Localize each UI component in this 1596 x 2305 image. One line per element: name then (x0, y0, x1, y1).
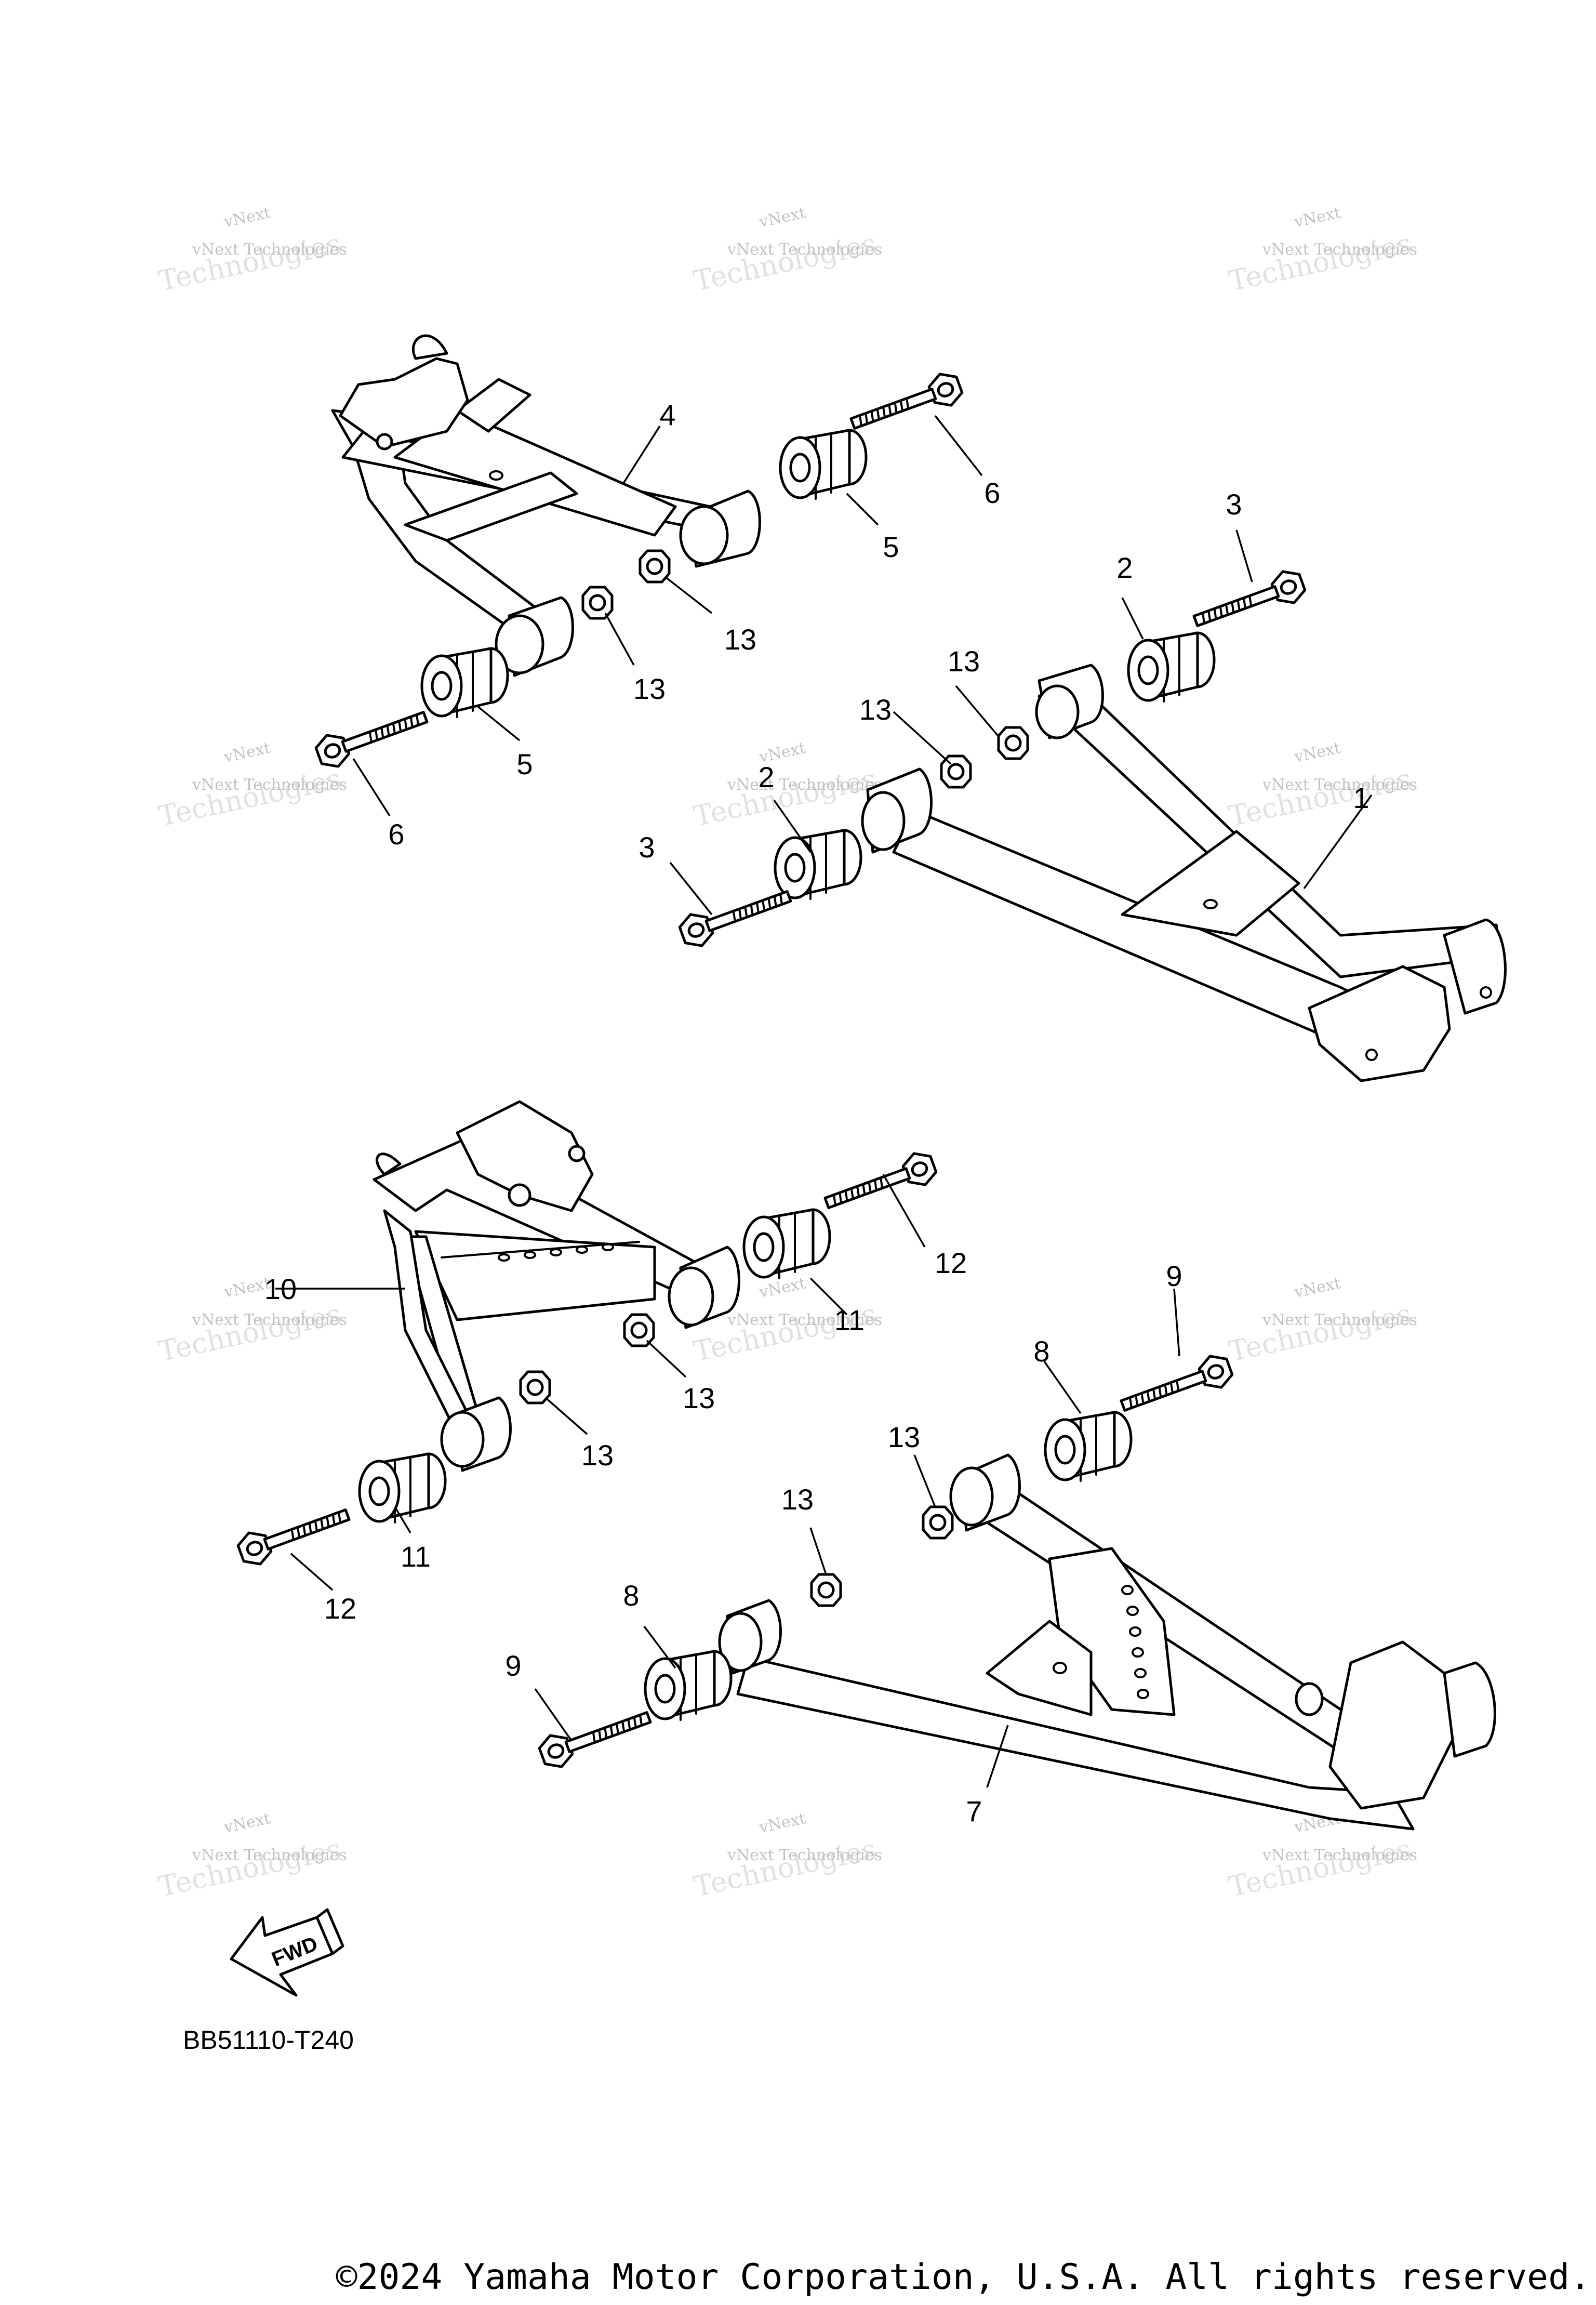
watermark-line3: Technologies (1226, 227, 1415, 298)
callout-5: 5 (883, 531, 899, 563)
bolt-part-12-lower (235, 1499, 353, 1569)
nut-part-13-c (999, 727, 1028, 759)
watermark-line2: vNext Technologies (727, 1311, 882, 1329)
bushing-part-5-lower (422, 648, 508, 717)
watermark-line3: Technologies (691, 1833, 880, 1903)
bolt-part-3-right (1190, 566, 1308, 637)
callout-10: 10 (264, 1273, 297, 1305)
leader-lines (275, 415, 1373, 1788)
callout-13: 13 (683, 1382, 715, 1414)
callout-8: 8 (623, 1579, 639, 1612)
nut-part-13-d (941, 756, 970, 787)
watermark-line1: vNext (757, 204, 807, 231)
bushing-part-8-left (645, 1651, 731, 1720)
callout-4: 4 (659, 399, 675, 431)
watermark-line3: Technologies (156, 1297, 344, 1368)
watermark-line1: vNext (1292, 739, 1342, 766)
callout-6: 6 (984, 476, 1000, 509)
bushing-part-8-right (1045, 1412, 1131, 1481)
watermark-line3: Technologies (1226, 762, 1415, 833)
watermark-line2: vNext Technologies (1262, 1846, 1417, 1864)
callout-7: 7 (966, 1795, 982, 1827)
callout-3: 3 (639, 831, 655, 864)
nut-part-13-h (812, 1574, 841, 1606)
copyright-notice: ©2024 Yamaha Motor Corporation, U.S.A. A… (336, 2257, 1591, 2298)
callout-1: 1 (1353, 781, 1369, 814)
callout-5: 5 (516, 748, 533, 780)
bushing-part-2-left (775, 830, 861, 899)
watermark-line2: vNext Technologies (1262, 1311, 1417, 1329)
watermark-line1: vNext (222, 739, 272, 766)
watermark-line3: Technologies (691, 227, 880, 298)
callout-13: 13 (633, 672, 666, 705)
watermark-line1: vNext (1292, 1274, 1342, 1302)
watermark-line2: vNext Technologies (192, 1846, 347, 1864)
watermark-line3: Technologies (691, 762, 880, 833)
callout-3: 3 (1226, 488, 1242, 521)
callout-13: 13 (948, 645, 980, 678)
callout-12: 12 (935, 1247, 967, 1279)
callout-13: 13 (859, 693, 892, 726)
callout-13: 13 (724, 623, 756, 656)
callout-2: 2 (1116, 551, 1133, 584)
bolt-part-6-lower (313, 701, 431, 772)
watermark-line2: vNext Technologies (727, 1846, 882, 1864)
watermark-line2: vNext Technologies (192, 241, 347, 259)
watermark-line1: vNext (222, 1809, 272, 1837)
callout-6: 6 (388, 818, 404, 851)
callout-9: 9 (505, 1649, 521, 1682)
bolt-part-6-upper (847, 369, 965, 439)
bushing-part-11-lower (360, 1454, 445, 1522)
bushing-part-5-upper (780, 430, 866, 499)
callout-12: 12 (324, 1592, 356, 1625)
watermark-line1: vNext (757, 1809, 807, 1837)
callout-11: 11 (834, 1304, 864, 1336)
watermark-line3: Technologies (156, 227, 344, 298)
lower-arm-part-7 (718, 1453, 1496, 1831)
fwd-arrow-icon: FWD (230, 1908, 344, 1997)
nut-part-13-e (624, 1315, 654, 1346)
lower-arm-part-10 (373, 1100, 740, 1472)
watermark-line3: Technologies (156, 1833, 344, 1903)
watermark-line2: vNext Technologies (192, 1311, 347, 1329)
callout-8: 8 (1033, 1335, 1049, 1368)
watermark-line3: Technologies (156, 762, 344, 833)
callout-13: 13 (581, 1439, 614, 1472)
watermark-line1: vNext (222, 204, 272, 231)
bolt-part-3-left (677, 881, 795, 951)
watermark-line2: vNext Technologies (1262, 241, 1417, 259)
watermark-line3: Technologies (1226, 1297, 1415, 1368)
bolt-part-9-right (1118, 1351, 1235, 1421)
callout-2: 2 (758, 761, 774, 793)
watermark-line2: vNext Technologies (727, 241, 882, 259)
watermark-line2: vNext Technologies (1262, 776, 1417, 794)
bushing-part-2-right (1128, 633, 1214, 701)
callout-labels: 4 5 6 2 3 13 13 5 6 13 13 1 2 3 12 10 11… (264, 399, 1369, 1827)
bolt-part-12-upper (821, 1148, 939, 1218)
diagram-code: BB51110-T240 (183, 2025, 354, 2055)
callout-9: 9 (1166, 1260, 1182, 1292)
nut-part-13-b (583, 587, 612, 618)
callout-13: 13 (888, 1421, 920, 1453)
watermark-line2: vNext Technologies (727, 776, 882, 794)
watermark-line1: vNext (1292, 204, 1342, 231)
bushing-part-11-upper (744, 1210, 830, 1278)
callout-13: 13 (781, 1483, 814, 1516)
watermark-line3: Technologies (1226, 1833, 1415, 1903)
bolt-part-9-left (537, 1702, 655, 1772)
callout-11: 11 (401, 1540, 431, 1573)
watermark-line2: vNext Technologies (192, 776, 347, 794)
nut-part-13-g (923, 1507, 952, 1538)
upper-arm-part-4 (331, 334, 761, 677)
upper-arm-part-1 (861, 664, 1507, 1082)
